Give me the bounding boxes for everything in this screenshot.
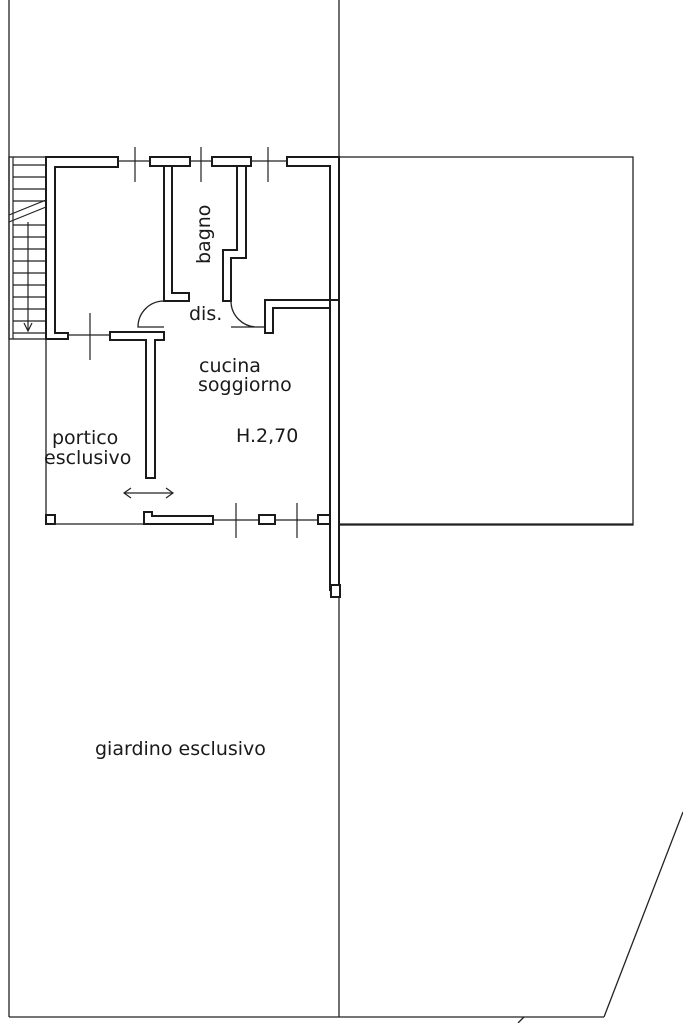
label-height: H.2,70 [236,425,298,447]
label-giardino: giardino esclusivo [95,738,266,760]
label-portico-esclusivo: esclusivo [44,447,131,469]
staircase [8,156,47,340]
garden-boundary [8,0,683,1023]
dis-doors [137,300,265,328]
bottom-wall [45,503,633,538]
adjacent-unit-outline [338,156,634,526]
portico-partition [45,313,165,523]
label-soggiorno: soggiorno [198,374,292,396]
label-cucina: cucina [199,355,261,377]
label-dis: dis. [189,303,222,325]
exterior-walls [45,147,341,598]
double-arrow-icon [122,487,175,499]
kitchen-wall [264,299,331,334]
label-bagno: bagno [193,205,215,264]
label-portico: portico [52,427,118,449]
